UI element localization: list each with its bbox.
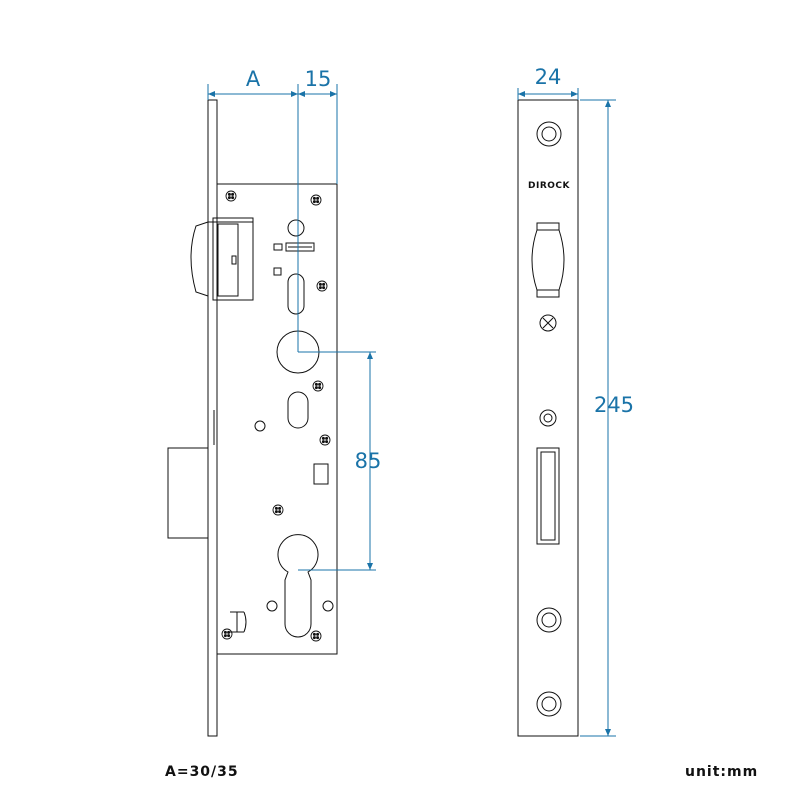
- a-values-note: A=30/35: [165, 764, 239, 780]
- latch-opening: [531, 222, 565, 298]
- deadbolt-opening: [536, 447, 560, 545]
- lock-case: [216, 183, 338, 655]
- deadbolt: [167, 447, 209, 539]
- unit-note: unit:mm: [685, 764, 759, 780]
- brand-label: DIROCK: [528, 181, 571, 191]
- euro-cylinder-hole: [277, 534, 319, 638]
- dim-24-label: 24: [535, 65, 562, 89]
- latch-bolt: [190, 217, 254, 301]
- dimension-arrows: [208, 91, 611, 736]
- side-faceplate: [207, 99, 218, 737]
- dim-15-label: 15: [305, 67, 332, 91]
- dim-85-label: 85: [355, 449, 382, 473]
- side-view: [167, 99, 338, 737]
- front-view: [517, 99, 579, 737]
- dim-245-label: 245: [594, 393, 634, 417]
- dim-a-label: A: [246, 67, 261, 91]
- front-faceplate: [517, 99, 579, 737]
